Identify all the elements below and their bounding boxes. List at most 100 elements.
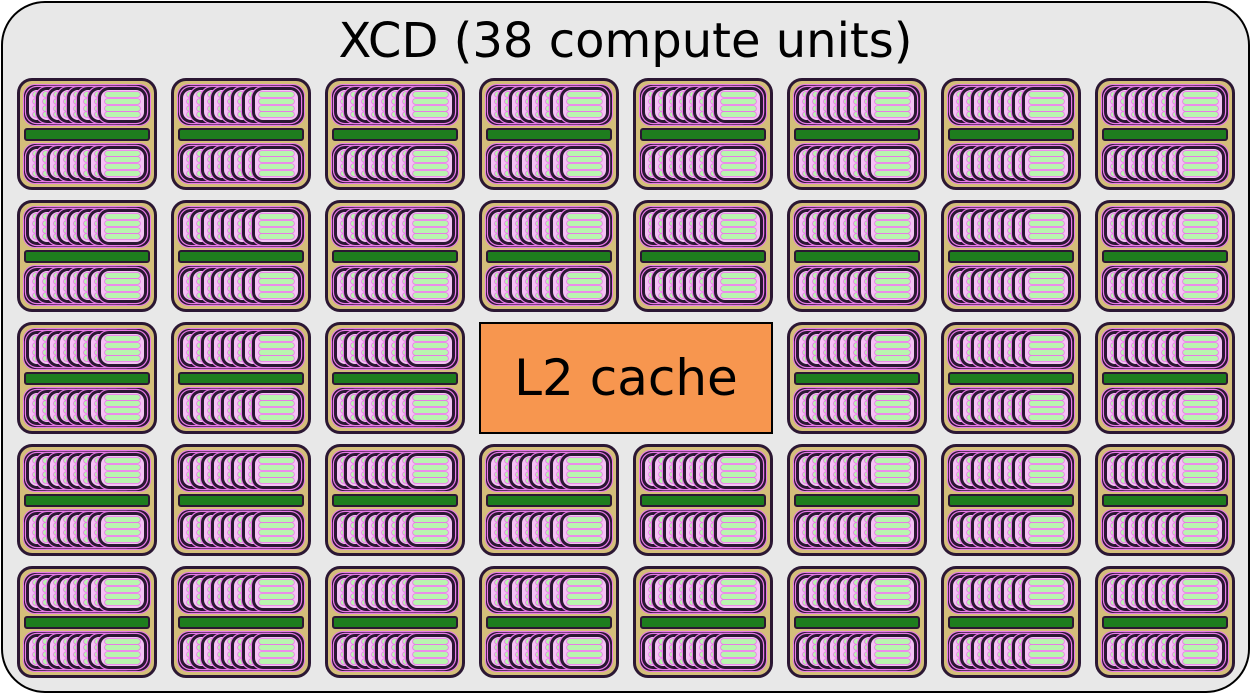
simd-stack bbox=[640, 85, 766, 125]
simd-stack bbox=[948, 143, 1074, 183]
lane-stripe bbox=[259, 157, 294, 163]
lane-stripe bbox=[1183, 414, 1218, 420]
compute-unit bbox=[17, 444, 157, 556]
lane-stripe bbox=[875, 279, 910, 285]
simd-card bbox=[868, 511, 917, 547]
lane-stripe bbox=[1183, 394, 1218, 400]
lane-stripe bbox=[105, 342, 140, 348]
lane-stripe bbox=[875, 478, 910, 484]
lane-stripe bbox=[1183, 342, 1218, 348]
lane-stripe bbox=[413, 645, 448, 651]
lane-stripe bbox=[259, 471, 294, 477]
simd-card bbox=[252, 331, 301, 367]
lane-stripe bbox=[875, 112, 910, 118]
lane-stripe bbox=[413, 523, 448, 529]
simd-stack bbox=[1102, 573, 1228, 613]
compute-unit bbox=[171, 444, 311, 556]
lane-stripe bbox=[1029, 523, 1064, 529]
lds-bar bbox=[486, 127, 612, 141]
simd-card bbox=[1022, 453, 1071, 489]
lane-stripe bbox=[875, 170, 910, 176]
lane-stripe bbox=[875, 150, 910, 156]
l2-cache-label: L2 cache bbox=[514, 349, 738, 407]
lane-stripe bbox=[721, 214, 756, 219]
lane-stripe bbox=[875, 272, 910, 278]
lds-bar bbox=[332, 127, 458, 141]
simd-card bbox=[406, 575, 455, 611]
lane-stripe bbox=[1183, 593, 1218, 599]
lane-stripe bbox=[413, 593, 448, 599]
lane-stripe bbox=[259, 593, 294, 599]
lane-stripe bbox=[413, 214, 448, 219]
compute-unit bbox=[17, 322, 157, 434]
simd-stack bbox=[24, 509, 150, 549]
lane-stripe bbox=[413, 234, 448, 240]
simd-stack bbox=[1102, 143, 1228, 183]
lane-stripe bbox=[413, 471, 448, 477]
compute-unit bbox=[17, 78, 157, 190]
lane-stripe bbox=[259, 658, 294, 664]
simd-stack bbox=[948, 509, 1074, 549]
lane-stripe bbox=[1183, 170, 1218, 176]
lane-stripe bbox=[721, 98, 756, 104]
compute-unit bbox=[171, 566, 311, 678]
lane-stripe bbox=[259, 164, 294, 170]
simd-stack bbox=[486, 143, 612, 183]
lane-stripe bbox=[1183, 536, 1218, 542]
lane-stripe bbox=[875, 342, 910, 348]
lane-stripe bbox=[105, 530, 140, 536]
lane-stripe bbox=[1029, 105, 1064, 111]
lds-bar bbox=[948, 615, 1074, 629]
lane-stripe bbox=[259, 600, 294, 606]
simd-stack bbox=[486, 85, 612, 125]
lane-stripe bbox=[875, 471, 910, 477]
simd-card bbox=[98, 633, 147, 669]
simd-card bbox=[98, 87, 147, 123]
lane-stripe bbox=[567, 600, 602, 606]
lane-stripe bbox=[721, 536, 756, 542]
lane-stripe bbox=[875, 336, 910, 341]
lane-stripe bbox=[875, 523, 910, 529]
lane-stripe bbox=[1029, 112, 1064, 118]
lane-stripe bbox=[1029, 164, 1064, 170]
lane-stripe bbox=[105, 523, 140, 529]
simd-stack bbox=[948, 631, 1074, 671]
simd-card bbox=[1176, 633, 1225, 669]
compute-unit bbox=[171, 200, 311, 312]
diagram-title: XCD (38 compute units) bbox=[338, 13, 913, 69]
compute-unit bbox=[325, 322, 465, 434]
simd-card bbox=[252, 389, 301, 425]
lane-stripe bbox=[259, 279, 294, 285]
simd-card bbox=[252, 575, 301, 611]
compute-unit bbox=[1095, 444, 1235, 556]
lane-stripe bbox=[413, 464, 448, 470]
lane-stripe bbox=[721, 464, 756, 470]
lane-stripe bbox=[259, 408, 294, 414]
simd-card bbox=[252, 145, 301, 181]
simd-card bbox=[1176, 453, 1225, 489]
lane-stripe bbox=[567, 638, 602, 644]
lane-stripe bbox=[1183, 336, 1218, 341]
lane-stripe bbox=[721, 234, 756, 240]
lane-stripe bbox=[105, 227, 140, 233]
lane-stripe bbox=[875, 414, 910, 420]
lane-stripe bbox=[1183, 408, 1218, 414]
simd-card bbox=[406, 511, 455, 547]
lane-stripe bbox=[413, 478, 448, 484]
simd-stack bbox=[332, 631, 458, 671]
lane-stripe bbox=[1029, 214, 1064, 219]
simd-stack bbox=[24, 207, 150, 247]
lane-stripe bbox=[721, 105, 756, 111]
compute-unit bbox=[479, 200, 619, 312]
lane-stripe bbox=[1029, 272, 1064, 278]
compute-unit bbox=[941, 200, 1081, 312]
lane-stripe bbox=[1183, 638, 1218, 644]
simd-card bbox=[98, 389, 147, 425]
lane-stripe bbox=[875, 157, 910, 163]
lane-stripe bbox=[259, 394, 294, 400]
simd-stack bbox=[794, 143, 920, 183]
lane-stripe bbox=[875, 227, 910, 233]
lds-bar bbox=[794, 249, 920, 263]
lane-stripe bbox=[1183, 214, 1218, 219]
lane-stripe bbox=[413, 580, 448, 585]
